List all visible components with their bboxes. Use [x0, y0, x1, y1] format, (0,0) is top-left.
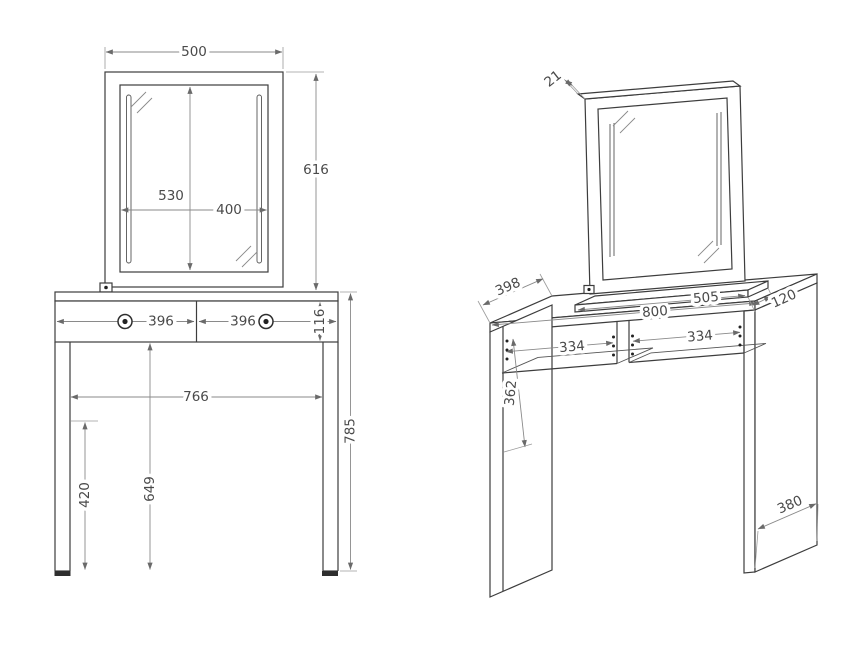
dim-left-compartment-width: 334: [558, 338, 585, 356]
right-foot: [322, 571, 338, 576]
dim-glass-height: 530: [158, 188, 184, 204]
dim-table-height: 785: [343, 418, 359, 444]
iso-right-panel-front: [743, 309, 756, 574]
dim-mirror-assembly-height: 616: [303, 162, 329, 178]
table-top: [54, 291, 339, 302]
left-foot: [54, 571, 71, 576]
dim-mirror-frame-thickness: 21: [541, 67, 564, 90]
iso-mirror-top-edge: [576, 80, 742, 100]
front-view-dimensions: 500 530 400 616 396 396 116 766 785 649 …: [56, 41, 362, 572]
dim-mirror-base-width: 505: [692, 289, 719, 307]
dim-leg-inner-height: 420: [77, 482, 93, 508]
dim-glass-width: 400: [216, 202, 242, 218]
mirror-light-strip-right: [256, 94, 262, 264]
iso-right-panel-side: [754, 282, 818, 573]
right-knob-center: [263, 318, 269, 325]
dim-drawer-front-height: 116: [312, 309, 328, 335]
iso-light-strips: [609, 112, 722, 257]
dim-top-depth: 398: [493, 275, 523, 300]
front-view-structure: [54, 71, 339, 576]
dim-right-compartment-width: 334: [686, 327, 713, 345]
iso-right-compartment-floor: [628, 342, 767, 363]
dim-under-drawer-height: 649: [142, 476, 158, 502]
front-view-knobs: [117, 313, 274, 330]
iso-mirror-glass: [597, 97, 733, 281]
dim-mirror-width: 500: [181, 44, 207, 60]
dim-inner-clearance-width: 766: [183, 389, 209, 405]
bracket-screw: [104, 285, 108, 290]
iso-right-opening-bottom: [628, 352, 745, 364]
iso-bracket-screw: [587, 287, 591, 292]
dim-apron-height: 362: [502, 379, 521, 406]
dim-right-drawer-width: 396: [230, 314, 256, 330]
glass-hatch-marks: [130, 91, 258, 268]
dim-table-width: 800: [641, 303, 668, 321]
mirror-glass: [119, 84, 269, 273]
iso-view-structure: [489, 80, 818, 598]
mirror-light-strip-left: [126, 94, 132, 264]
iso-glass-hatch-marks: [612, 110, 720, 264]
dim-left-drawer-width: 396: [148, 314, 174, 330]
left-knob-center: [122, 318, 128, 325]
